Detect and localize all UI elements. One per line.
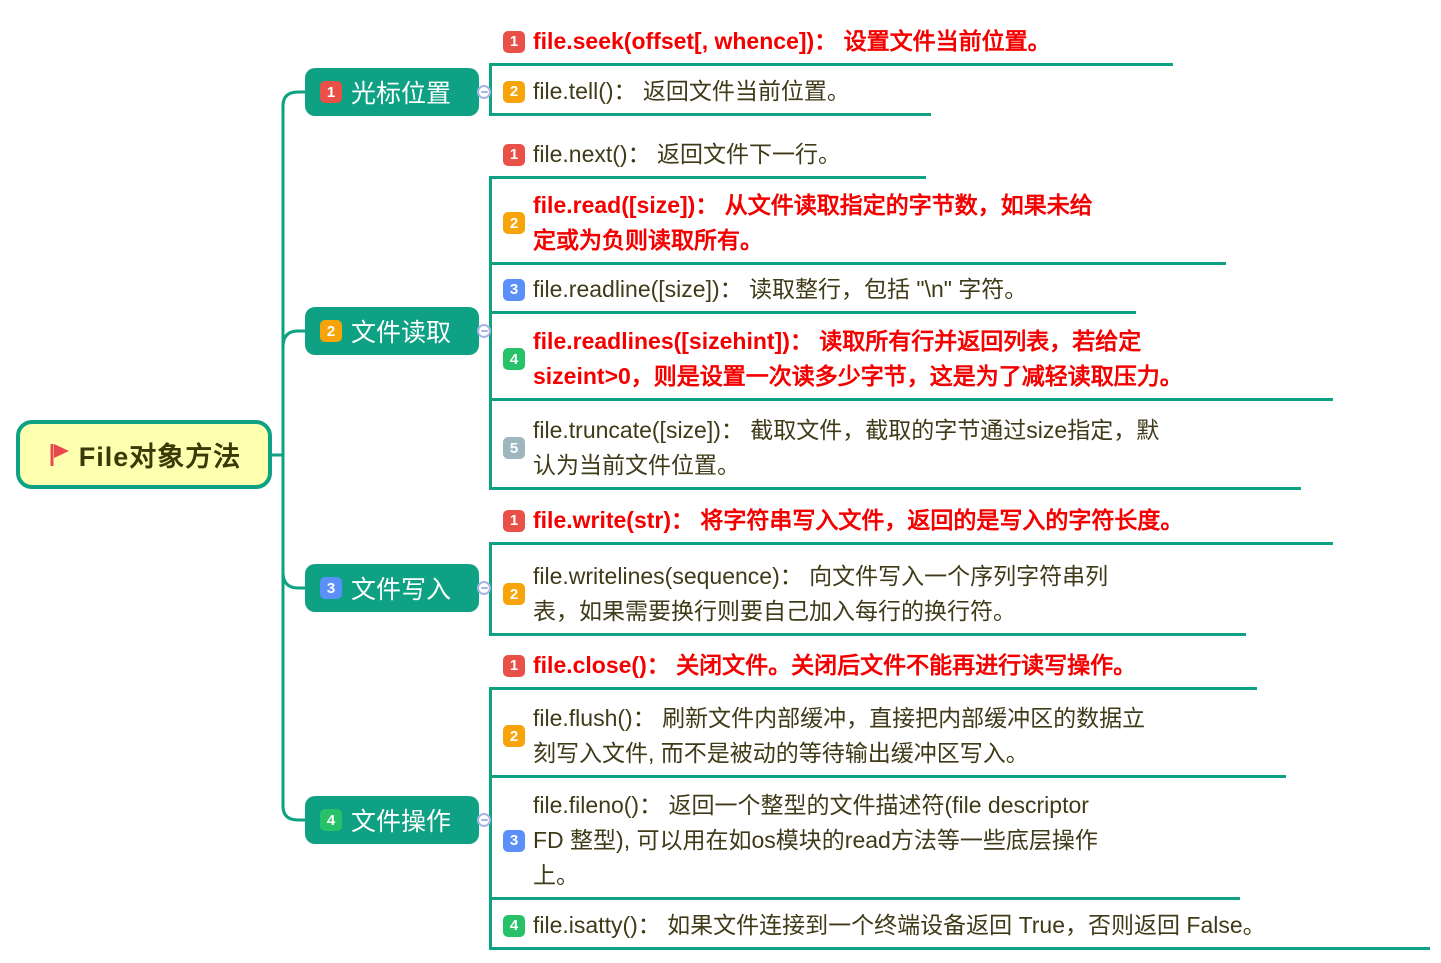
leaf-number-badge: 2 bbox=[503, 80, 525, 103]
leaf-number-badge: 1 bbox=[503, 509, 525, 532]
root-node-file-methods[interactable]: File对象方法 bbox=[16, 420, 272, 489]
leaf-number-badge: 4 bbox=[503, 914, 525, 937]
leaf-file-close[interactable]: 1 file.close()： 关闭文件。关闭后文件不能再进行读写操作。 bbox=[489, 648, 1257, 690]
minus-circle-icon[interactable] bbox=[477, 813, 491, 827]
leaf-number-badge: 2 bbox=[503, 583, 525, 605]
leaf-number-badge: 2 bbox=[503, 725, 525, 747]
branch-file-read[interactable]: 2 文件读取 bbox=[305, 307, 479, 355]
leaf-number-badge: 1 bbox=[503, 143, 525, 166]
leaf-number-badge: 4 bbox=[503, 348, 525, 370]
branch-number-badge: 4 bbox=[320, 809, 342, 831]
branch-file-write[interactable]: 3 文件写入 bbox=[305, 564, 479, 612]
branch-label: 文件写入 bbox=[351, 576, 452, 604]
branch-number-badge: 3 bbox=[320, 577, 342, 599]
branch-label: 文件操作 bbox=[351, 808, 452, 836]
minus-circle-icon[interactable] bbox=[477, 85, 491, 99]
leaf-text: file.next()： 返回文件下一行。 bbox=[533, 141, 841, 167]
leaf-file-readline[interactable]: 3 file.readline([size])： 读取整行，包括 "\n" 字符… bbox=[489, 272, 1136, 314]
leaf-text: file.readlines([sizehint])： 读取所有行并返回列表，若… bbox=[533, 328, 1183, 389]
branch-cursor-position[interactable]: 1 光标位置 bbox=[305, 68, 479, 116]
leaf-number-badge: 1 bbox=[503, 654, 525, 677]
leaf-file-read[interactable]: 2 file.read([size])： 从文件读取指定的字节数，如果未给 定或… bbox=[489, 188, 1226, 265]
leaf-text: file.tell()： 返回文件当前位置。 bbox=[533, 78, 850, 104]
leaf-file-next[interactable]: 1 file.next()： 返回文件下一行。 bbox=[489, 137, 926, 179]
leaf-file-truncate[interactable]: 5 file.truncate([size])： 截取文件，截取的字节通过siz… bbox=[489, 413, 1301, 490]
branch-file-operations[interactable]: 4 文件操作 bbox=[305, 796, 479, 844]
leaf-file-tell[interactable]: 2 file.tell()： 返回文件当前位置。 bbox=[489, 74, 931, 116]
leaf-file-flush[interactable]: 2 file.flush()： 刷新文件内部缓冲，直接把内部缓冲区的数据立 刻写… bbox=[489, 701, 1286, 778]
leaf-number-badge: 1 bbox=[503, 30, 525, 53]
leaf-text: file.writelines(sequence)： 向文件写入一个序列字符串列… bbox=[533, 563, 1109, 624]
branch-number-badge: 2 bbox=[320, 320, 342, 342]
leaf-text: file.isatty()： 如果文件连接到一个终端设备返回 True，否则返回… bbox=[533, 912, 1266, 938]
leaf-text: file.close()： 关闭文件。关闭后文件不能再进行读写操作。 bbox=[533, 652, 1137, 678]
flag-icon bbox=[50, 443, 69, 466]
leaf-number-badge: 3 bbox=[503, 829, 525, 852]
branch-number-badge: 1 bbox=[320, 81, 342, 103]
root-title: File对象方法 bbox=[78, 442, 242, 472]
leaf-text: file.write(str)： 将字符串写入文件，返回的是写入的字符长度。 bbox=[533, 507, 1184, 533]
leaf-text: file.read([size])： 从文件读取指定的字节数，如果未给 定或为负… bbox=[533, 192, 1093, 253]
leaf-file-seek[interactable]: 1 file.seek(offset[, whence])： 设置文件当前位置。 bbox=[489, 24, 1173, 66]
leaf-text: file.readline([size])： 读取整行，包括 "\n" 字符。 bbox=[533, 276, 1028, 302]
leaf-file-write[interactable]: 1 file.write(str)： 将字符串写入文件，返回的是写入的字符长度。 bbox=[489, 503, 1333, 545]
leaf-text: file.flush()： 刷新文件内部缓冲，直接把内部缓冲区的数据立 刻写入文… bbox=[533, 705, 1146, 766]
branch-label: 文件读取 bbox=[351, 319, 452, 347]
leaf-file-readlines[interactable]: 4 file.readlines([sizehint])： 读取所有行并返回列表… bbox=[489, 324, 1333, 401]
minus-circle-icon[interactable] bbox=[477, 324, 491, 338]
leaf-text: file.fileno()： 返回一个整型的文件描述符(file descrip… bbox=[533, 792, 1098, 888]
leaf-file-writelines[interactable]: 2 file.writelines(sequence)： 向文件写入一个序列字符… bbox=[489, 559, 1246, 636]
minus-circle-icon[interactable] bbox=[477, 581, 491, 595]
branch-label: 光标位置 bbox=[351, 80, 452, 108]
leaf-number-badge: 5 bbox=[503, 437, 525, 459]
leaf-file-isatty[interactable]: 4 file.isatty()： 如果文件连接到一个终端设备返回 True，否则… bbox=[489, 908, 1430, 950]
leaf-file-fileno[interactable]: 3 file.fileno()： 返回一个整型的文件描述符(file descr… bbox=[489, 788, 1240, 900]
leaf-text: file.truncate([size])： 截取文件，截取的字节通过size指… bbox=[533, 417, 1160, 478]
leaf-number-badge: 2 bbox=[503, 212, 525, 234]
leaf-number-badge: 3 bbox=[503, 278, 525, 301]
leaf-text: file.seek(offset[, whence])： 设置文件当前位置。 bbox=[533, 28, 1051, 54]
